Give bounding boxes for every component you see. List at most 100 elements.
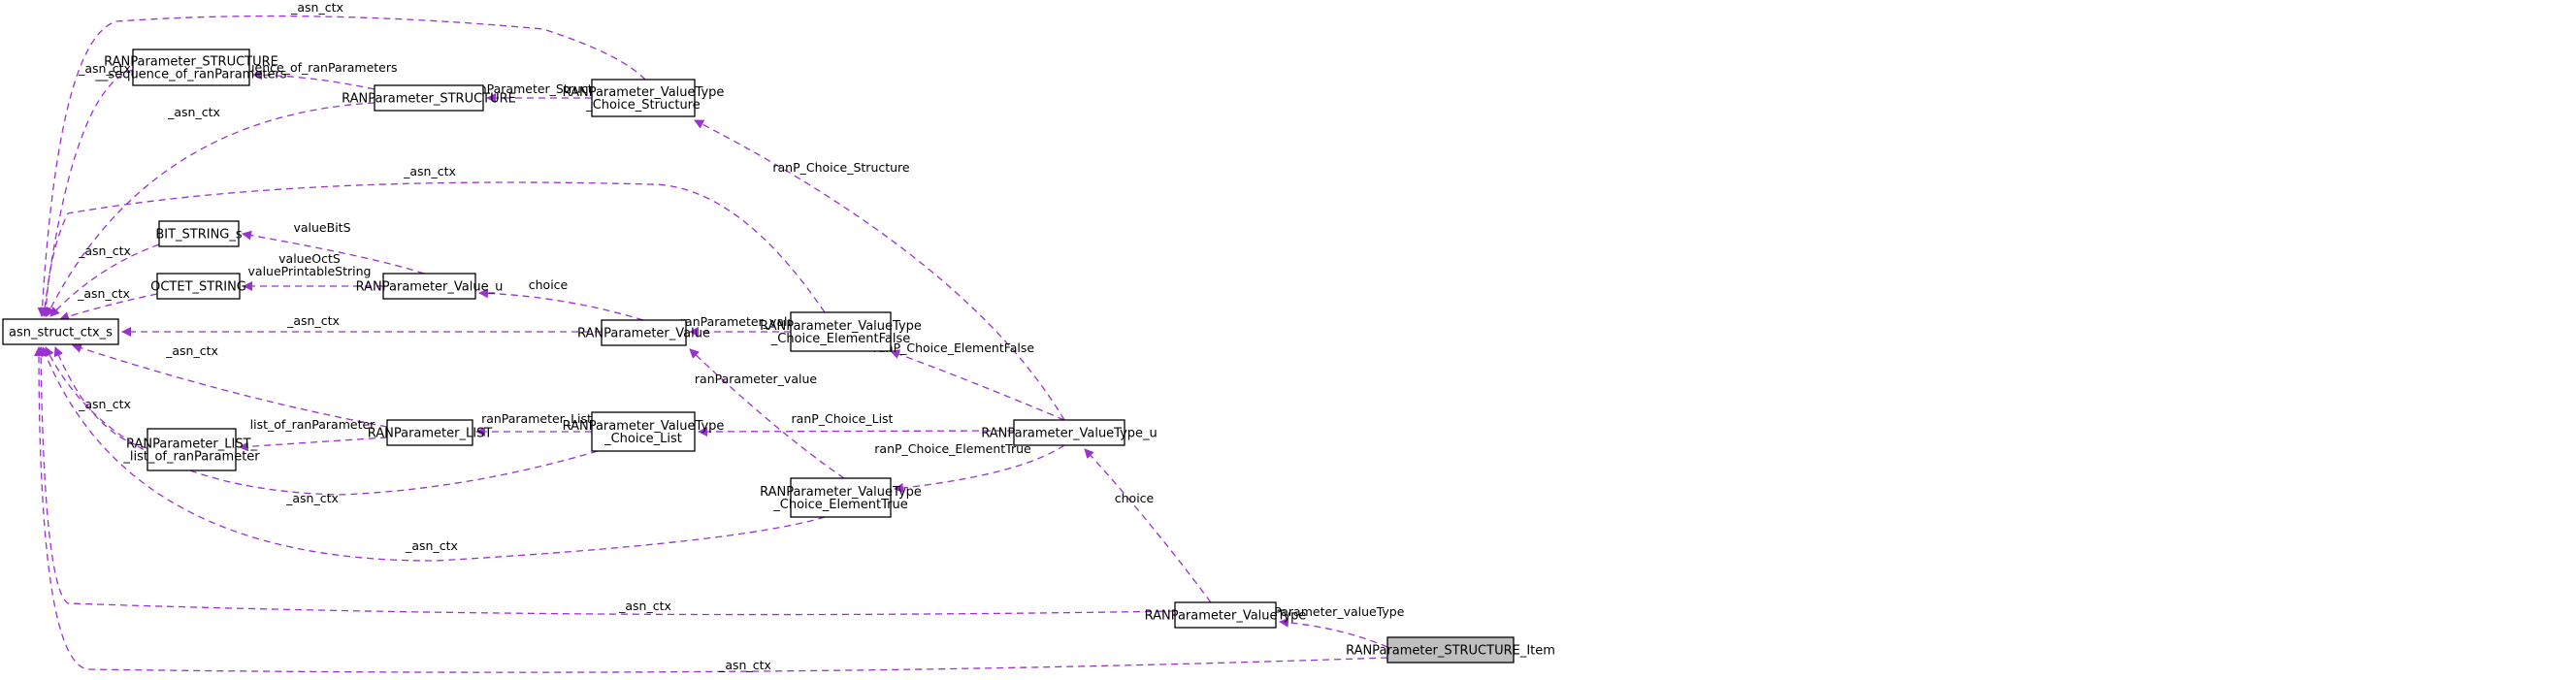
node-vt-choice-structure[interactable]: RANParameter_ValueType_Choice_Structure — [563, 79, 725, 117]
edge-label: ranParameter_valueType — [1255, 604, 1405, 619]
node-label: OCTET_STRING — [150, 280, 246, 295]
node-label: _Choice_Structure — [585, 98, 701, 113]
edge-label: _asn_ctx — [78, 61, 131, 76]
edge-value_u-to-bit_string: valueBitS — [242, 220, 425, 275]
node-box — [2, 318, 119, 345]
node-label: RANParameter_LIST — [368, 427, 493, 441]
edge-structure-to-struct_seq: sequence_of_ranParameters — [225, 60, 398, 90]
edge-list-to-list_of: list_of_ranParameter — [239, 417, 388, 452]
node-valuetype[interactable]: RANParameter_ValueType — [1145, 601, 1307, 629]
node-box — [1386, 636, 1515, 664]
edge-label: ranParameter_value — [680, 314, 802, 329]
node-list-of[interactable]: RANParameter_LIST__list_of_ranParameter — [122, 428, 260, 471]
edge-vt_choice_list-to-list: ranParameter_List — [475, 411, 592, 437]
node-value[interactable]: RANParameter_Value — [577, 319, 710, 346]
edge-arrow — [239, 437, 388, 452]
edge-arrow — [890, 349, 1065, 421]
node-box — [156, 273, 241, 300]
edge-label: list_of_ranParameter — [250, 417, 376, 432]
edge-structure-to-asn_ctx: _asn_ctx — [46, 102, 375, 317]
node-box — [147, 428, 237, 471]
edge-vt_u-to-vt_choice_elfalse: ranP_Choice_ElementFalse — [873, 340, 1065, 421]
edge-arrow — [694, 119, 1065, 421]
edge-label: sequence_of_ranParameters — [225, 60, 397, 75]
edge-vt_choice_elfalse-to-asn_ctx: _asn_ctx — [41, 164, 826, 317]
node-asn-ctx[interactable]: asn_struct_ctx_s — [2, 318, 119, 345]
edge-label: ranParameter_List — [481, 411, 592, 426]
edge-list_of-to-asn_ctx: _asn_ctx — [53, 346, 148, 449]
edge-label: _asn_ctx — [405, 538, 458, 553]
node-label: _Choice_List — [603, 432, 682, 446]
node-label: RANParameter_ValueType — [760, 319, 922, 334]
edge-arrow — [46, 102, 375, 317]
node-box — [386, 419, 473, 446]
edge-arrow — [37, 15, 646, 317]
edge-list-to-asn_ctx: _asn_ctx — [72, 343, 388, 428]
edge-label: ranP_Choice_ElementTrue — [874, 441, 1031, 456]
edge-label: _asn_ctx — [165, 343, 218, 358]
node-label: RANParameter_Value — [577, 327, 710, 341]
edge-label: _asn_ctx — [403, 164, 456, 178]
edge-arrow — [698, 426, 1015, 437]
edge-arrow — [36, 346, 1176, 616]
node-structure[interactable]: RANParameter_STRUCTURE — [342, 84, 516, 112]
edge-arrow — [49, 243, 160, 317]
node-box — [1174, 601, 1277, 629]
edge-label: ranParameter_value — [695, 372, 817, 386]
edge-vt_u-to-vt_choice_structure: ranP_Choice_Structure — [694, 119, 1065, 421]
edge-label: _asn_ctx — [78, 397, 131, 411]
edge-arrow — [478, 288, 644, 321]
edge-label: ranParameter_Structure — [467, 81, 612, 96]
node-list[interactable]: RANParameter_LIST — [368, 419, 493, 446]
edge-label: choice — [1115, 491, 1155, 505]
node-vt-choice-list[interactable]: RANParameter_ValueType_Choice_List — [563, 411, 725, 452]
edge-valuetype-to-vt_u: choice — [1084, 448, 1212, 603]
node-label: __sequence_of_ranParameters — [94, 68, 286, 82]
node-label: RANParameter_ValueType_u — [981, 427, 1158, 441]
node-struct-seq[interactable]: RANParameter_STRUCTURE__sequence_of_ranP… — [94, 49, 287, 86]
node-box — [374, 84, 484, 112]
edge-item-to-asn_ctx: _asn_ctx — [34, 346, 1388, 673]
node-box — [790, 311, 892, 352]
node-bit-string[interactable]: BIT_STRING_s — [155, 220, 243, 247]
edge-label: ranP_Choice_List — [792, 411, 894, 426]
edge-arrow — [53, 346, 148, 449]
node-label: RANParameter_STRUCTURE_Item — [1346, 644, 1555, 659]
node-box — [132, 49, 250, 86]
node-item[interactable]: RANParameter_STRUCTURE_Item — [1346, 636, 1555, 664]
node-value-u[interactable]: RANParameter_Value_u — [356, 273, 504, 300]
node-label: RANParameter_STRUCTURE — [342, 92, 516, 107]
node-box — [1013, 419, 1125, 446]
node-box — [382, 273, 476, 300]
edge-label: _asn_ctx — [78, 243, 131, 258]
node-box — [790, 477, 892, 518]
edge-arrow — [40, 69, 134, 317]
edge-label: _asn_ctx — [618, 599, 671, 613]
edge-arrow — [242, 230, 425, 275]
edge-vt_choice_structure-to-structure: ranParameter_Structure — [467, 81, 612, 103]
edge-arrow — [45, 346, 599, 496]
edge-octet_string-to-asn_ctx: _asn_ctx — [59, 286, 158, 321]
node-label: _list_of_ranParameter — [122, 450, 260, 465]
node-octet-string[interactable]: OCTET_STRING — [150, 273, 246, 300]
edge-label: ranP_Choice_ElementFalse — [873, 340, 1035, 355]
edge-value-to-value_u: choice — [478, 277, 644, 321]
node-vt-choice-elfalse[interactable]: RANParameter_ValueType_Choice_ElementFal… — [760, 311, 922, 352]
edge-vt_u-to-vt_choice_list: ranP_Choice_List — [698, 411, 1015, 437]
node-label: _Choice_ElementFalse — [770, 332, 910, 346]
node-label: BIT_STRING_s — [155, 228, 243, 243]
edge-vt_u-to-vt_choice_eltrue: ranP_Choice_ElementTrue — [874, 441, 1065, 493]
edge-vt_choice_list-to-asn_ctx: _asn_ctx — [45, 346, 599, 505]
edge-vt_choice_structure-to-asn_ctx: _asn_ctx — [37, 0, 646, 317]
edge-arrow — [72, 343, 388, 428]
edge-label: _asn_ctx — [286, 313, 340, 328]
node-label: RANParameter_ValueType — [1145, 609, 1307, 624]
edge-label: valueOctS — [278, 251, 341, 266]
edge-label: _asn_ctx — [285, 491, 339, 505]
node-vt-choice-eltrue[interactable]: RANParameter_ValueType_Choice_ElementTru… — [760, 477, 922, 518]
edge-arrow — [41, 181, 826, 317]
edge-vt_choice_eltrue-to-value: ranParameter_value — [689, 348, 845, 479]
edge-value-to-asn_ctx: _asn_ctx — [121, 313, 602, 337]
node-vt-u[interactable]: RANParameter_ValueType_u — [981, 419, 1158, 446]
edge-arrow — [41, 346, 826, 562]
